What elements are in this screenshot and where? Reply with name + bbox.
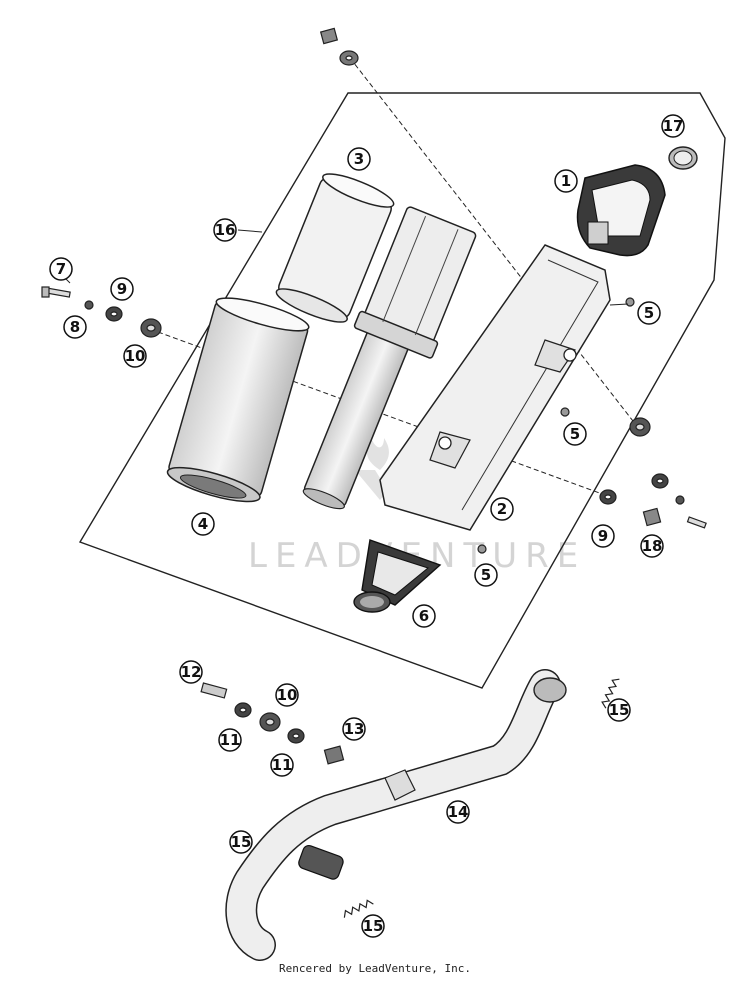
callout-15c (361, 914, 385, 938)
alignment-lines (157, 57, 641, 496)
callout-16 (213, 218, 237, 242)
callout-1 (554, 169, 578, 193)
callout-4 (191, 512, 215, 536)
callout-11a (218, 728, 242, 752)
callout-15b-label: 15 (231, 833, 252, 851)
callout-17-label: 17 (663, 117, 684, 135)
callout-10a (123, 344, 147, 368)
part-1-end-cover (576, 164, 666, 257)
callout-11b (270, 753, 294, 777)
callout-numbers: 1 2 3 4 5 5 5 6 7 8 9 9 10 10 11 11 12 1… (56, 117, 684, 935)
callout-18-label: 18 (642, 537, 663, 555)
callout-5a-label: 5 (644, 304, 654, 322)
callouts (49, 114, 685, 938)
callout-1-label: 1 (561, 172, 571, 190)
hardware (41, 27, 707, 765)
callout-3 (347, 147, 371, 171)
callout-12-label: 12 (181, 663, 202, 681)
callout-5c-label: 5 (481, 566, 491, 584)
part-17-plug (668, 146, 698, 170)
part-4-silencer-sleeve (166, 297, 310, 503)
callout-10b-label: 10 (277, 686, 298, 704)
callout-9a (110, 277, 134, 301)
callout-5a (637, 301, 661, 325)
footer-credit: Rencered by LeadVenture, Inc. (278, 962, 472, 975)
callout-5b-label: 5 (570, 425, 580, 443)
assembly-outline (78, 92, 726, 689)
callout-9b (591, 524, 615, 548)
callout-10a-label: 10 (125, 347, 146, 365)
part-14-header-pipe (225, 669, 567, 961)
callout-8-label: 8 (70, 318, 80, 336)
callout-11a-label: 11 (220, 731, 241, 749)
callout-7 (49, 257, 73, 281)
callout-6 (412, 604, 436, 628)
callout-13-label: 13 (344, 720, 365, 738)
callout-2-label: 2 (497, 500, 507, 518)
callout-16-label: 16 (215, 221, 236, 239)
callout-4-label: 4 (198, 515, 208, 533)
part-2-silencer-housing (379, 244, 611, 531)
callout-2 (490, 497, 514, 521)
part-3-end-cap (275, 173, 395, 323)
part-6-inlet-cone (353, 539, 442, 613)
leader-16 (237, 229, 263, 233)
callout-13 (342, 717, 366, 741)
callout-15a-label: 15 (609, 701, 630, 719)
callout-15b (229, 830, 253, 854)
callout-12 (179, 660, 203, 684)
callout-5c (474, 563, 498, 587)
callout-11b-label: 11 (272, 756, 293, 774)
callout-9b-label: 9 (598, 527, 608, 545)
callout-7-label: 7 (56, 260, 66, 278)
callout-14-label: 14 (448, 803, 469, 821)
callout-14 (446, 800, 470, 824)
callout-5b (563, 422, 587, 446)
callout-6-label: 6 (419, 607, 429, 625)
callout-10b (275, 683, 299, 707)
callout-18 (640, 534, 664, 558)
callout-15c-label: 15 (363, 917, 384, 935)
callout-15a (607, 698, 631, 722)
callout-3-label: 3 (354, 150, 364, 168)
callout-9a-label: 9 (117, 280, 127, 298)
callout-8 (63, 315, 87, 339)
callout-17 (661, 114, 685, 138)
silencer-insert (302, 206, 477, 510)
